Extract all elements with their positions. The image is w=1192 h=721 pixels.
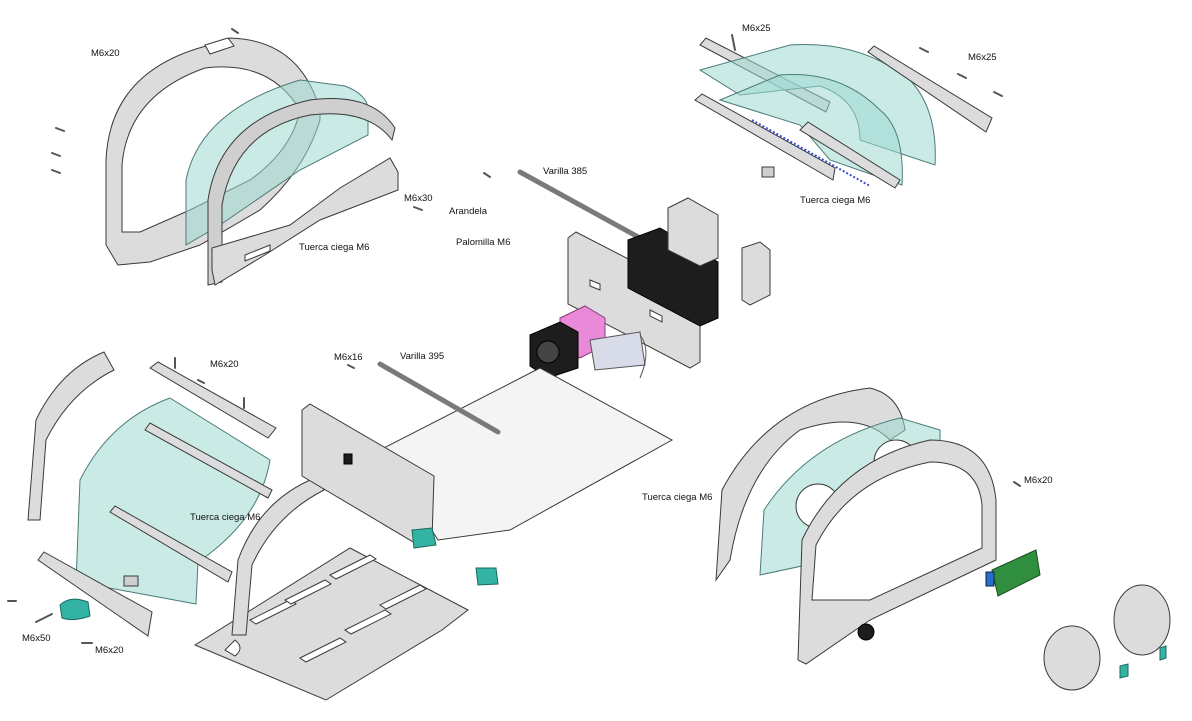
center-side-plate — [301, 403, 435, 547]
label-m6x20-right: M6x20 — [1024, 475, 1053, 486]
label-varilla-395: Varilla 395 — [400, 351, 445, 362]
top-left-arch-rib — [207, 98, 396, 286]
label-tuerca-ciega-center: Tuerca ciega M6 — [642, 492, 713, 503]
bottom-right-pcb — [857, 549, 1041, 641]
bottom-right-front-frame — [797, 439, 997, 665]
label-m6x20-mid-left: M6x20 — [210, 359, 239, 370]
label-varilla-385: Varilla 385 — [543, 166, 588, 177]
label-arandela: Arandela — [449, 206, 488, 217]
central-heater-mount-plate — [567, 231, 701, 369]
mid-left-front-strip — [37, 551, 153, 637]
label-m6x30: M6x30 — [404, 193, 433, 204]
mid-left-bolts — [174, 357, 245, 409]
label-m6x20-top-left: M6x20 — [91, 48, 120, 59]
mid-left-arch — [27, 351, 115, 521]
label-m6x50: M6x50 — [22, 633, 51, 644]
top-left-bottom-plate — [211, 157, 399, 286]
top-left-bolts — [51, 28, 491, 211]
label-tuerca-ciega-top-right: Tuerca ciega M6 — [800, 195, 871, 206]
central-fan-housing — [627, 197, 771, 327]
label-m6x25-right: M6x25 — [968, 52, 997, 63]
top-right-hood-assembly — [694, 34, 1003, 189]
base-plate — [193, 547, 469, 701]
label-tuerca-ciega-left: Tuerca ciega M6 — [299, 242, 370, 253]
base-arch — [231, 477, 325, 636]
center-brackets — [347, 364, 499, 586]
central-rod-385 — [517, 169, 643, 241]
label-tuerca-ciega-mid: Tuerca ciega M6 — [190, 512, 261, 523]
central-heater-pink — [529, 305, 647, 379]
mid-left-inner-plate — [109, 422, 273, 583]
label-m6x16: M6x16 — [334, 352, 363, 363]
bottom-right-discs — [1013, 481, 1171, 691]
mid-left-glass-cover — [75, 397, 271, 605]
label-palomilla-m6: Palomilla M6 — [456, 237, 511, 248]
mid-left-top-bar — [149, 361, 277, 439]
label-m6x20-bottom: M6x20 — [95, 645, 124, 656]
mid-left-handle — [7, 598, 93, 644]
label-m6x25-top: M6x25 — [742, 23, 771, 34]
